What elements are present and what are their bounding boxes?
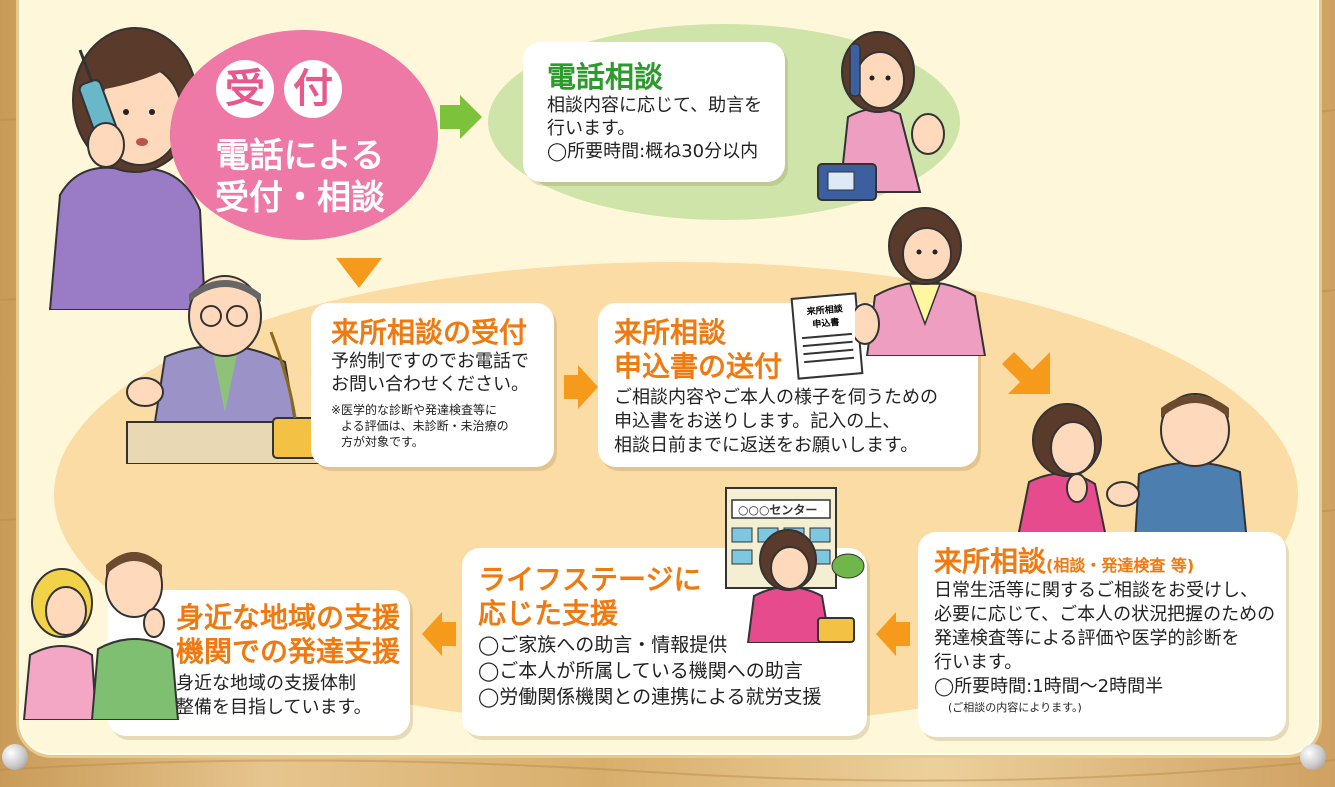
- rivet-bottom-left: [2, 744, 28, 770]
- visit-consult-line-1: 日常生活等に関するご相談をお受けし、: [934, 580, 1258, 601]
- local-support-title-1: 身近な地域の支援: [176, 601, 401, 634]
- local-support-title-2: 機関での発達支援: [176, 635, 401, 668]
- badge-char-2: 付: [284, 60, 342, 118]
- application-form-icon: 来所相談 申込書: [790, 292, 864, 380]
- building-sign: ○○○センター: [738, 503, 817, 517]
- application-title-1: 来所相談: [614, 316, 727, 349]
- visit-consult-title-main: 来所相談: [934, 545, 1047, 578]
- application-title-2: 申込書の送付: [614, 350, 783, 383]
- lifestage-item-3: ◯労働関係機関との連携による就労支援: [478, 686, 822, 708]
- phone-consult-card: 電話相談 相談内容に応じて、助言を 行います。 ◯所要時間:概ね30分以内: [523, 42, 785, 182]
- phone-consult-line-1: 相談内容に応じて、助言を: [547, 95, 763, 116]
- visit-consult-title: 来所相談(相談・発達検査 等): [934, 540, 1194, 580]
- application-line-2: 申込書をお送りします。記入の上、: [614, 411, 901, 432]
- phone-consult-line-3: ◯所要時間:概ね30分以内: [547, 141, 759, 162]
- lifestage-item-1: ◯ご家族への助言・情報提供: [478, 634, 728, 656]
- visit-reception-line-1: 予約制ですのでお電話で: [331, 351, 529, 372]
- visit-consult-line-4: 行います。: [934, 652, 1023, 673]
- visit-consult-card: 来所相談(相談・発達検査 等) 日常生活等に関するご相談をお受けし、 必要に応じ…: [918, 532, 1286, 737]
- local-support-line-1: 身近な地域の支援体制: [176, 673, 356, 694]
- arrow-right-icon: [440, 95, 482, 139]
- phone-operator-illustration: [817, 31, 945, 201]
- consultation-illustration: [1015, 393, 1249, 542]
- arrow-right-icon: [564, 365, 598, 409]
- local-staff-illustration: [22, 552, 180, 720]
- visit-reception-line-2: お問い合わせください。: [331, 374, 529, 395]
- local-support-line-2: 整備を目指しています。: [176, 697, 372, 718]
- visit-consult-note: (ご相談の内容によります。): [948, 701, 1082, 714]
- visit-consult-line-3: 発達検査等による評価や医学的診断を: [934, 628, 1240, 649]
- visit-reception-note-2: よる評価は、未診断・未治療の: [341, 419, 509, 433]
- support-center-illustration: ○○○センター: [725, 487, 865, 643]
- arrow-left-icon: [422, 612, 456, 656]
- visit-consult-title-sub: (相談・発達検査 等): [1046, 556, 1195, 575]
- reception-line-1: 電話による: [215, 136, 385, 176]
- lifestage-item-2: ◯ご本人が所属している機関への助言: [478, 660, 803, 682]
- lifestage-title-2: 応じた支援: [478, 597, 619, 630]
- phone-consult-line-2: 行います。: [547, 118, 636, 139]
- application-line-3: 相談日前までに返送をお願いします。: [614, 435, 919, 456]
- visit-consult-line-5: ◯所要時間:1時間〜2時間半: [934, 676, 1164, 697]
- receptionist-man-illustration: [126, 275, 328, 464]
- visit-reception-note-1: ※医学的な診断や発達検査等に: [331, 403, 498, 417]
- arrow-down-left-icon: [1002, 352, 1050, 394]
- reception-line-2: 受付・相談: [215, 178, 385, 218]
- rivet-bottom-right: [1300, 744, 1326, 770]
- staff-woman-illustration: [855, 207, 987, 356]
- arrow-left-icon: [876, 612, 910, 656]
- visit-consult-line-2: 必要に応じて、ご本人の状況把握のための: [934, 604, 1276, 625]
- application-line-1: ご相談内容やご本人の様子を伺うための: [614, 387, 938, 408]
- visit-reception-card: 来所相談の受付 予約制ですのでお電話で お問い合わせください。 ※医学的な診断や…: [311, 303, 554, 467]
- badge-char-1: 受: [216, 60, 274, 118]
- visit-reception-title: 来所相談の受付: [331, 316, 528, 349]
- arrow-down-icon: [336, 258, 382, 288]
- phone-consult-title: 電話相談: [547, 60, 664, 94]
- visit-reception-note-3: 方が対象です。: [341, 435, 424, 449]
- lifestage-title-1: ライフステージに: [478, 563, 702, 596]
